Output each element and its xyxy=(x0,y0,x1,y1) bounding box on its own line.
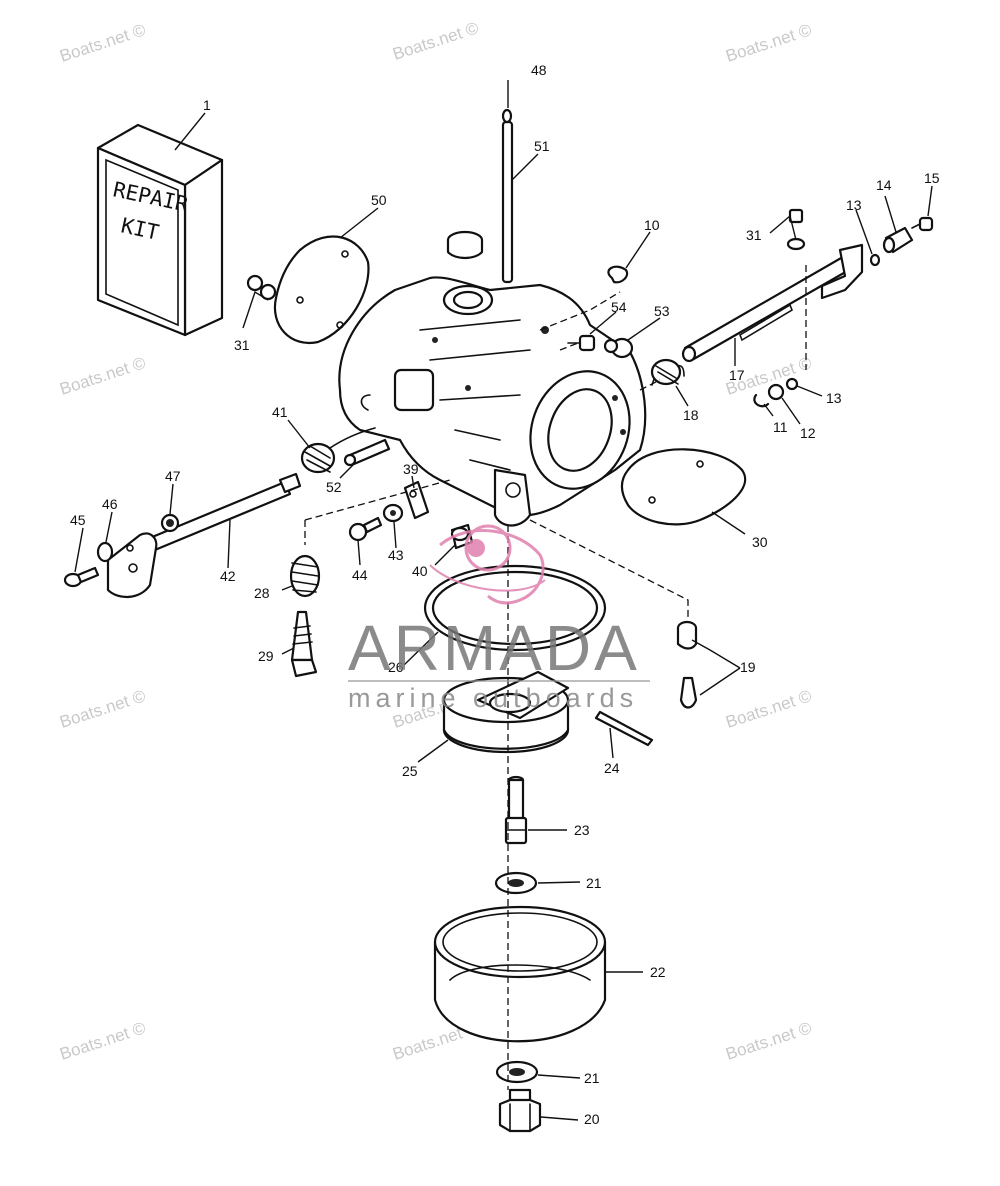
armada-logo: ARMADA marine outboards xyxy=(348,524,650,713)
callout-45: 45 xyxy=(70,512,86,528)
watermark: Boats.net © xyxy=(390,18,481,64)
callout-23: 23 xyxy=(574,822,590,838)
washer-part-12 xyxy=(767,383,785,401)
callout-29: 29 xyxy=(258,648,274,664)
brand-tagline: marine outboards xyxy=(348,683,638,713)
callout-21-lower: 21 xyxy=(584,1070,600,1086)
carburetor-body xyxy=(338,276,647,527)
gasket-ring-part-26 xyxy=(423,564,607,652)
callout-15: 15 xyxy=(924,170,940,186)
throttle-shaft-part-17 xyxy=(681,243,864,363)
callout-17: 17 xyxy=(729,367,745,383)
callout-24: 24 xyxy=(604,760,620,776)
screw-part-52 xyxy=(343,438,391,467)
armada-emblem-icon xyxy=(429,524,546,605)
watermark: Boats.net © xyxy=(57,686,148,732)
rod-part-51 xyxy=(501,108,514,284)
callout-31-right: 31 xyxy=(746,227,762,243)
callout-1: 1 xyxy=(203,97,211,113)
callout-40: 40 xyxy=(412,563,428,579)
callout-14: 14 xyxy=(876,177,892,193)
cover-plate-part-50 xyxy=(273,235,370,345)
watermark: Boats.net © xyxy=(57,1018,148,1064)
callout-13-top: 13 xyxy=(846,197,862,213)
callout-54: 54 xyxy=(611,299,627,315)
callout-12: 12 xyxy=(800,425,816,441)
callout-21-upper: 21 xyxy=(586,875,602,891)
callout-labels: 1 50 31 48 51 10 54 53 31 13 14 15 17 13… xyxy=(70,62,940,1127)
plug-nut-part-20 xyxy=(498,1088,542,1133)
washer-part-13-top xyxy=(869,253,881,267)
callout-25: 25 xyxy=(402,763,418,779)
alignment-lines xyxy=(304,265,807,1090)
nut-part-47 xyxy=(160,513,180,533)
needle-part-29 xyxy=(290,610,318,678)
watermark: Boats.net © xyxy=(723,20,814,66)
screw-part-45 xyxy=(63,566,100,588)
gasket-part-30 xyxy=(620,448,747,526)
watermark: Boats.net © xyxy=(57,20,148,66)
callout-39: 39 xyxy=(403,461,419,477)
screw-part-15 xyxy=(911,216,934,232)
callout-43: 43 xyxy=(388,547,404,563)
callout-10: 10 xyxy=(644,217,660,233)
washer-part-21-upper xyxy=(494,871,538,895)
callout-28: 28 xyxy=(254,585,270,601)
callout-11: 11 xyxy=(773,419,788,435)
lever-shaft-part-42 xyxy=(106,472,302,598)
clip-part-11 xyxy=(753,393,770,408)
float-bowl-part-22 xyxy=(433,905,607,1043)
leader-lines xyxy=(74,80,933,1121)
spring-part-18 xyxy=(650,358,685,386)
watermark: Boats.net © xyxy=(723,1018,814,1064)
plug-part xyxy=(446,230,484,260)
callout-18: 18 xyxy=(683,407,699,423)
callout-44: 44 xyxy=(352,567,368,583)
callout-22: 22 xyxy=(650,964,666,980)
needle-valve-part-23 xyxy=(504,775,528,845)
screw-part-44 xyxy=(348,516,383,542)
callout-13-bottom: 13 xyxy=(826,390,842,406)
bushing-part-14 xyxy=(882,226,914,254)
callout-52: 52 xyxy=(326,479,342,495)
washer-part-13-bottom xyxy=(785,377,799,391)
callout-19: 19 xyxy=(740,659,756,675)
callout-20: 20 xyxy=(584,1111,600,1127)
callout-41: 41 xyxy=(272,404,288,420)
callout-51: 51 xyxy=(534,138,550,154)
callout-31-left: 31 xyxy=(234,337,250,353)
screw-part-54 xyxy=(567,334,596,352)
jet-part-19 xyxy=(676,620,698,709)
clip-part-10 xyxy=(607,265,629,284)
spring-part-41 xyxy=(300,427,376,474)
callout-26: 26 xyxy=(388,659,404,675)
bushing-part-46 xyxy=(96,541,114,563)
callout-42: 42 xyxy=(220,568,236,584)
brand-name: ARMADA xyxy=(348,612,640,684)
callout-50: 50 xyxy=(371,192,387,208)
repair-kit-box: REPAIR KIT xyxy=(96,123,224,337)
fitting-part-53 xyxy=(603,337,634,359)
pin-part-24 xyxy=(594,710,654,747)
callout-53: 53 xyxy=(654,303,670,319)
spring-part-28 xyxy=(289,554,321,598)
callout-46: 46 xyxy=(102,496,118,512)
screws-part-31-left xyxy=(246,274,277,301)
watermark: Boats.net © xyxy=(57,353,148,399)
float-part-25 xyxy=(442,670,570,754)
callout-30: 30 xyxy=(752,534,768,550)
watermark: Boats.net © xyxy=(723,686,814,732)
nut-part-43 xyxy=(382,503,404,523)
washer-part-21-lower xyxy=(495,1060,539,1084)
callout-47: 47 xyxy=(165,468,181,484)
callout-48: 48 xyxy=(531,62,547,78)
